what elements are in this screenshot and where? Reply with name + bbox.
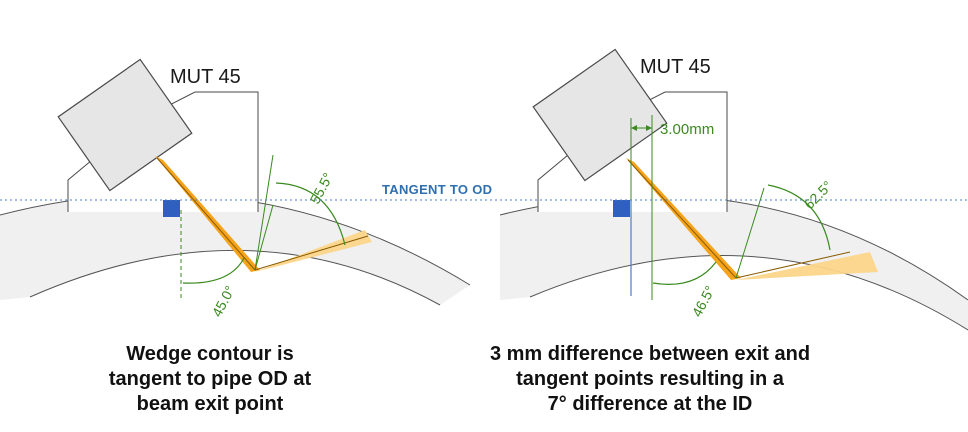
left-probe bbox=[57, 58, 193, 192]
left-id-angle-label: 45.0° bbox=[209, 283, 239, 320]
right-offset-arrow-right bbox=[646, 125, 652, 131]
right-offset-arrow-left bbox=[631, 125, 637, 131]
right-od-normal-line bbox=[735, 187, 765, 279]
right-id-angle-arc bbox=[652, 261, 717, 285]
left-refracted-angle-label: 55.5° bbox=[307, 170, 337, 207]
right-offset-label: 3.00mm bbox=[660, 121, 714, 138]
right-caption: 3 mm difference between exit and tangent… bbox=[470, 342, 830, 417]
right-pipe-wall bbox=[500, 195, 968, 330]
left-beam-reflected-axis bbox=[254, 235, 369, 271]
right-beam-fan bbox=[736, 252, 878, 280]
right-pipe-id-curve bbox=[529, 255, 968, 331]
left-od-normal-line bbox=[254, 154, 274, 271]
right-refracted-angle-arc bbox=[767, 184, 831, 251]
left-beam-axis bbox=[156, 157, 256, 271]
left-probe-label: MUT 45 bbox=[170, 66, 241, 88]
right-beam-reflected-axis bbox=[735, 251, 851, 279]
right-refracted-angle-label: 62.5° bbox=[801, 178, 836, 213]
left-exit-marker bbox=[163, 200, 180, 217]
right-probe-label: MUT 45 bbox=[640, 56, 711, 78]
right-beam-axis bbox=[627, 159, 737, 279]
right-caption-line: 3 mm difference between exit and bbox=[489, 343, 811, 365]
left-caption-line: beam exit point bbox=[136, 393, 284, 415]
right-probe bbox=[532, 48, 668, 182]
left-id-normal-line bbox=[254, 204, 274, 271]
left-caption: Wedge contour is tangent to pipe OD at b… bbox=[60, 342, 360, 417]
left-caption-line: Wedge contour is bbox=[126, 343, 294, 365]
right-caption-line: 7° difference at the ID bbox=[547, 393, 753, 415]
right-exit-marker bbox=[613, 200, 630, 217]
right-panel: MUT 45 3.00mm 62.5° 46.5° bbox=[499, 48, 968, 331]
right-id-angle-label: 46.5° bbox=[689, 283, 719, 320]
left-panel: MUT 45 55.5° 45.0° bbox=[0, 58, 471, 320]
left-id-angle-arc bbox=[182, 257, 245, 284]
left-caption-line: tangent to pipe OD at bbox=[108, 368, 312, 390]
tangent-to-od-label: TANGENT TO OD bbox=[382, 182, 492, 197]
right-caption-line: tangent points resulting in a bbox=[516, 368, 784, 390]
